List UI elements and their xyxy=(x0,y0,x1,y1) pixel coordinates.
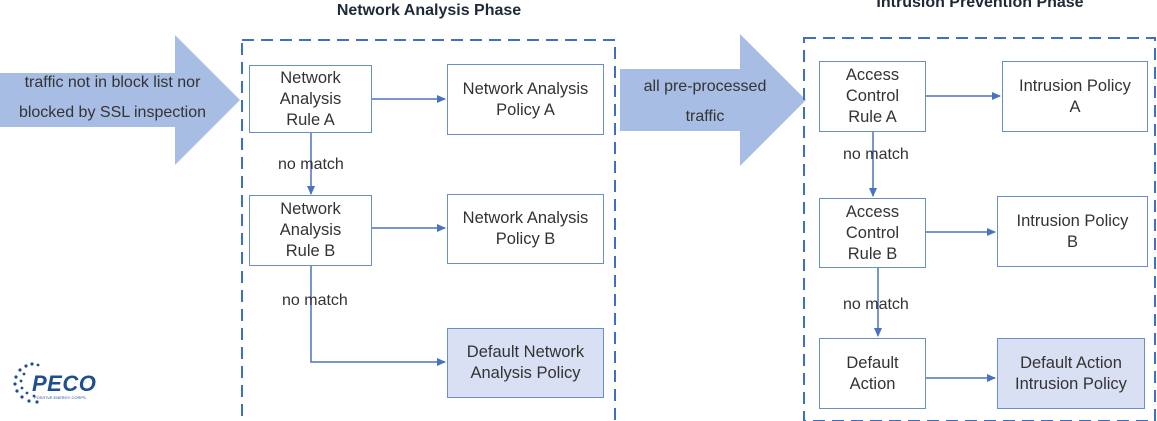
net-rule-a-line-1: Network xyxy=(280,68,341,87)
net-rule-b-line-2: Analysis xyxy=(279,221,342,239)
default-action-intrusion-policy: Default Action Intrusion Policy xyxy=(997,338,1145,409)
ips-default-policy-line-1: Default Action xyxy=(1020,353,1122,372)
ips-default-action-line-2: Action xyxy=(849,374,896,393)
intrusion-phase-frame xyxy=(803,37,1156,421)
ips-policy-a-line-2: A xyxy=(1069,97,1081,116)
ips-rule-b-line-3: Rule B xyxy=(847,244,898,263)
ips-policy-b-line-2: B xyxy=(1066,232,1078,251)
network-analysis-rule-b: Network Analysis Rule B xyxy=(249,195,372,266)
net-rule-a-line-3: Rule A xyxy=(286,110,335,129)
ips-policy-a-line-1: Intrusion Policy xyxy=(1019,76,1131,95)
peco-logo-graphic: PECO POSITIVE ENERGY CORPS xyxy=(13,362,96,404)
intrusion-policy-b: Intrusion Policy B xyxy=(997,196,1148,267)
ips-no-match-label-2: no match xyxy=(843,296,909,313)
network-phase-title: Network Analysis Phase xyxy=(336,2,522,19)
net-rule-b-line-3: Rule B xyxy=(285,242,336,260)
preprocessed-traffic-line-1: all pre-processed xyxy=(643,78,767,95)
net-policy-a-line-2: Policy A xyxy=(496,100,555,119)
ips-policy-b-line-1: Intrusion Policy xyxy=(1016,211,1129,230)
ips-rule-b-line-1: Access xyxy=(845,202,900,221)
preprocessed-traffic-line-2: traffic xyxy=(685,108,725,125)
ips-rule-a-line-1: Access xyxy=(845,66,900,84)
network-analysis-policy-b: Network Analysis Policy B xyxy=(447,194,604,264)
net-default-line-2: Analysis Policy xyxy=(470,364,581,382)
ips-no-match-label-1: no match xyxy=(843,146,909,163)
ips-default-action-line-1: Default xyxy=(846,353,899,372)
peco-logo: PECO POSITIVE ENERGY CORPS xyxy=(12,360,124,410)
net-rule-b-line-1: Network xyxy=(280,200,341,218)
net-policy-b-line-2: Policy B xyxy=(495,230,556,248)
access-control-rule-a: Access Control Rule A xyxy=(819,61,926,132)
network-analysis-rule-a: Network Analysis Rule A xyxy=(249,65,372,133)
svg-text:PECO: PECO xyxy=(32,371,96,396)
access-control-rule-b: Access Control Rule B xyxy=(819,198,926,268)
incoming-traffic-label: traffic not in block list nor blocked by… xyxy=(0,68,225,128)
net-policy-b-line-1: Network Analysis xyxy=(462,209,589,227)
default-action: Default Action xyxy=(819,338,926,409)
net-no-match-label-2: no match xyxy=(282,292,348,309)
default-network-analysis-policy: Default Network Analysis Policy xyxy=(447,328,604,398)
preprocessed-traffic-arrow xyxy=(620,34,806,166)
net-default-line-1: Default Network xyxy=(466,343,585,361)
net-no-match-label-1: no match xyxy=(278,156,344,173)
intrusion-policy-a: Intrusion Policy A xyxy=(1002,61,1148,132)
network-analysis-policy-a: Network Analysis Policy A xyxy=(447,64,604,135)
incoming-traffic-line-2: blocked by SSL inspection xyxy=(18,104,207,121)
incoming-traffic-line-1: traffic not in block list nor xyxy=(24,74,201,91)
incoming-traffic-arrow xyxy=(0,35,240,165)
connector-net-rule-b-to-default xyxy=(310,266,446,366)
ips-rule-a-line-3: Rule A xyxy=(848,108,897,126)
svg-text:POSITIVE ENERGY CORPS: POSITIVE ENERGY CORPS xyxy=(34,395,86,400)
ips-default-policy-line-2: Intrusion Policy xyxy=(1015,374,1127,393)
net-rule-a-line-2: Analysis xyxy=(279,89,342,108)
ips-rule-a-line-2: Control xyxy=(845,87,900,105)
ips-rule-b-line-2: Control xyxy=(845,223,900,242)
net-policy-a-line-1: Network Analysis xyxy=(462,79,589,98)
intrusion-phase-title: Intrusion Prevention Phase xyxy=(876,0,1084,11)
preprocessed-traffic-label: all pre-processed traffic xyxy=(620,72,790,132)
